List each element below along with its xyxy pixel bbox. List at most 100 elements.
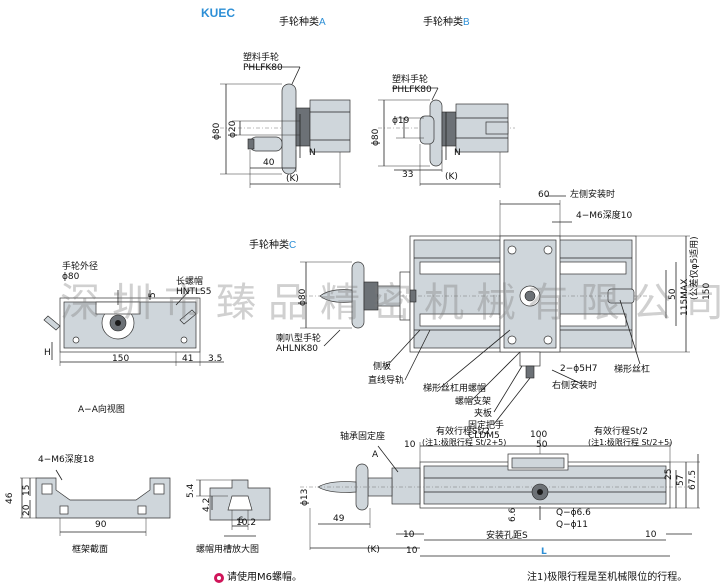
slot-dim-10-2: 10.2 — [236, 518, 257, 528]
slot-dim-5-4: 5.4 — [186, 483, 196, 498]
handwheel-c-drawing — [300, 261, 420, 347]
view-b-dim-k: (K) — [445, 172, 458, 182]
side-stroke-left-note: (注1:极限行程 St/2+5) — [422, 438, 507, 447]
section-wheel-dia: ϕ80 — [62, 272, 80, 282]
section-long-nut-label: 长螺帽 — [176, 277, 204, 287]
frame-tap: 4−M6深度18 — [38, 455, 95, 465]
handwheel-type-b-prefix: 手轮种类 — [423, 17, 463, 28]
view-c-dia-wheel: ϕ80 — [298, 288, 308, 306]
top-clamp: 夹板 — [474, 409, 493, 419]
side-stroke-right: 有效行程St/2 — [594, 427, 649, 437]
section-dim-5: 5 — [148, 292, 158, 298]
handwheel-a-drawing — [220, 66, 352, 188]
note-icon — [214, 573, 224, 583]
slot-dim-6: 6 — [238, 516, 244, 526]
view-a-dim-k: (K) — [286, 174, 299, 184]
top-right-install: 右侧安装时 — [552, 381, 598, 391]
top-nut-bracket: 螺帽支架 — [455, 397, 492, 407]
side-dim-57: 57 — [676, 474, 686, 486]
side-dim-10b: 10 — [403, 530, 415, 540]
view-b-dia-hub: ϕ19 — [392, 116, 410, 126]
view-a-dia-hub: ϕ20 — [228, 120, 238, 138]
footer-note-1: 注1)极限行程是至机械限位的行程。 — [527, 572, 688, 583]
side-dim-50: 50 — [536, 440, 548, 450]
view-a-dim-40: 40 — [263, 158, 275, 168]
top-left-install: 左侧安装时 — [570, 190, 616, 200]
top-nut-label: 梯形丝杠用螺帽 — [423, 384, 487, 394]
handwheel-type-b-heading: 手轮种类B — [423, 13, 470, 28]
handwheel-type-b-letter: B — [463, 17, 470, 28]
top-pin: 2−ϕ5H7 — [560, 364, 597, 374]
handwheel-type-c-prefix: 手轮种类 — [249, 240, 289, 251]
side-bearing-seat: 轴承固定座 — [340, 432, 386, 442]
handwheel-type-c-letter: C — [289, 240, 297, 251]
top-screw: 梯形丝杠 — [614, 365, 651, 375]
frame-section-drawing — [20, 469, 171, 536]
top-pin-tol: H7 — [584, 364, 598, 374]
side-stroke-right-note: (注1:极限行程 St/2+5) — [588, 438, 673, 447]
slot-dim-4-2: 4.2 — [202, 497, 212, 512]
top-side-plate: 侧板 — [373, 362, 392, 372]
frame-dim-15: 15 — [22, 484, 32, 496]
side-dim-10c: 10 — [645, 530, 657, 540]
slot-title: 螺帽用槽放大图 — [196, 545, 260, 555]
section-dim-h: H — [44, 348, 51, 358]
section-long-nut-part: HNTLS5 — [176, 287, 212, 297]
view-c-wheel-part: AHLNK80 — [276, 344, 319, 354]
handwheel-type-a-prefix: 手轮种类 — [279, 17, 319, 28]
nut-slot-drawing — [196, 479, 271, 537]
side-dim-49: 49 — [333, 514, 345, 524]
handwheel-type-a-heading: 手轮种类A — [279, 13, 326, 28]
top-tap: 4−M6深度10 — [576, 211, 633, 221]
section-dim-41: 41 — [182, 354, 194, 364]
frame-dim-90: 90 — [95, 520, 107, 530]
top-view-drawing — [384, 195, 690, 425]
view-a-dia-wheel: ϕ80 — [212, 122, 222, 140]
top-dim-60: 60 — [538, 190, 550, 200]
side-stroke-left: 有效行程St/2 — [436, 427, 491, 437]
section-dim-3-5: 3.5 — [208, 354, 223, 364]
frame-dim-46: 46 — [5, 492, 15, 504]
side-dim-q66: Q−ϕ6.6 — [556, 508, 591, 518]
section-wheel-dia-label: 手轮外径 — [62, 262, 99, 272]
side-dim-6-6: 6.6 — [508, 507, 518, 522]
top-dim-50: 50 — [668, 288, 678, 300]
side-dim-100: 100 — [530, 430, 548, 440]
section-aa-title: A−A向视图 — [78, 405, 125, 415]
section-dim-150: 150 — [112, 354, 130, 364]
top-dim-115-value: 115 — [680, 298, 690, 316]
view-a-n: N — [309, 148, 316, 158]
view-a-wheel-name: 塑料手轮 — [243, 53, 280, 63]
view-b-n: N — [454, 148, 461, 158]
view-c-wheel-name: 喇叭型手轮 — [276, 334, 322, 344]
side-dim-k: (K) — [367, 545, 380, 555]
side-dim-a: A — [372, 450, 379, 460]
top-dim-150: 150 — [702, 282, 712, 300]
side-dim-q11: Q−ϕ11 — [556, 520, 589, 530]
view-b-wheel-part: PHLFK80 — [392, 85, 432, 95]
top-fix-handle-part: CLDM5 — [468, 431, 500, 441]
view-b-wheel-name: 塑料手轮 — [392, 75, 429, 85]
frame-dim-20: 20 — [22, 504, 32, 516]
handwheel-b-drawing — [378, 87, 515, 188]
side-dim-10d: 10 — [406, 546, 418, 556]
frame-title: 框架截面 — [72, 545, 109, 555]
top-rail: 直线导轨 — [368, 376, 405, 386]
handwheel-type-a-letter: A — [319, 17, 326, 28]
section-aa-drawing — [43, 289, 224, 366]
view-a-wheel-part: PHLFK80 — [243, 63, 283, 73]
top-dim-115: 115MAX — [680, 279, 690, 316]
side-dim-67-5: 67.5 — [688, 469, 698, 490]
top-fix-handle: 固定把手 — [468, 421, 505, 431]
view-b-dim-33: 33 — [402, 170, 414, 180]
top-dim-115-sub: MAX — [680, 278, 690, 299]
series-title: KUEC — [201, 6, 236, 20]
side-dim-10a: 10 — [404, 440, 416, 450]
view-b-dia-wheel: ϕ80 — [371, 128, 381, 146]
side-view-drawing — [300, 436, 700, 557]
side-dim-25: 25 — [664, 468, 674, 480]
top-tol-note: (公差仅φ5适用) — [690, 236, 700, 300]
side-dim-l: L — [541, 547, 547, 557]
side-dim-13: ϕ13 — [300, 488, 310, 506]
